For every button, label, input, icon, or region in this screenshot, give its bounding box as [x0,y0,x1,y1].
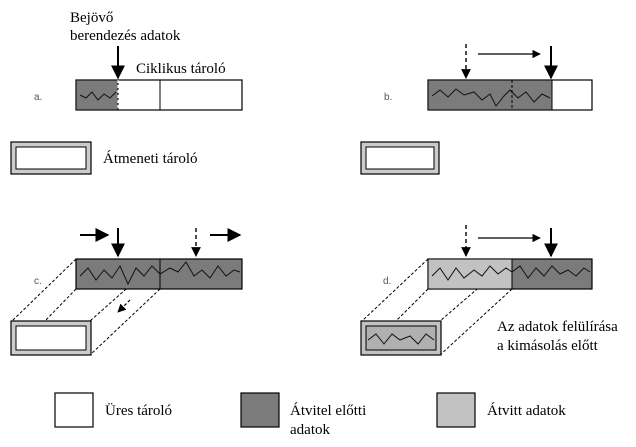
panel-b-letter: b. [384,92,392,103]
incoming-data-label-line2: berendezés adatok [70,28,181,44]
overwrite-label-line2: a kimásolás előtt [497,338,599,354]
legend-label-transferred: Átvitt adatok [487,402,566,419]
panel-d: d. Az adatok felülírása a kimásolás előt… [360,225,618,356]
legend-swatch-before-transfer [240,392,280,428]
projection-line-c4 [89,288,161,356]
transferred-segment-d [427,258,513,290]
temporary-buffer-row-1: Átmeneti tároló [10,141,440,175]
temporary-buffer-inner-c [15,325,87,351]
projection-line-d1 [361,258,429,322]
legend-label-before-transfer-line1: Átvitel előtti [290,402,366,419]
legend-swatch-empty [54,392,94,428]
signal-trace-a [79,91,117,101]
filled-segment-a [75,79,119,111]
panel-d-letter: d. [383,276,391,287]
copy-arrow-c [117,299,131,313]
legend-swatch-transferred [436,392,476,428]
panel-a-letter: a. [34,92,42,103]
temporary-buffer-inner-d [365,325,437,351]
cyclic-buffer-c [75,258,243,290]
signal-trace-b [431,88,551,107]
panel-a: a. Bejövő berendezés adatok Ciklikus tár… [34,10,243,111]
panel-b: b. [384,44,593,111]
legend: Üres tároló Átvitel előtti adatok Átvitt… [54,392,566,438]
legend-label-before-transfer-line2: adatok [290,422,330,438]
temporary-buffer-inner-left [15,146,87,170]
cyclic-buffer-label: Ciklikus tároló [136,61,226,77]
panel-c: c. [10,228,243,356]
signal-trace-d [431,265,591,281]
projection-line-c1 [11,258,77,322]
overwrite-label-line1: Az adatok felülírása [497,319,618,335]
signal-trace-temporary-d [367,333,435,345]
incoming-data-label-line1: Bejövő [70,10,113,26]
temporary-buffer-inner-right [365,146,435,170]
panel-c-letter: c. [34,276,42,287]
legend-label-empty: Üres tároló [105,402,172,419]
projection-line-d4 [439,288,513,356]
temporary-buffer-label: Átmeneti tároló [103,150,198,167]
